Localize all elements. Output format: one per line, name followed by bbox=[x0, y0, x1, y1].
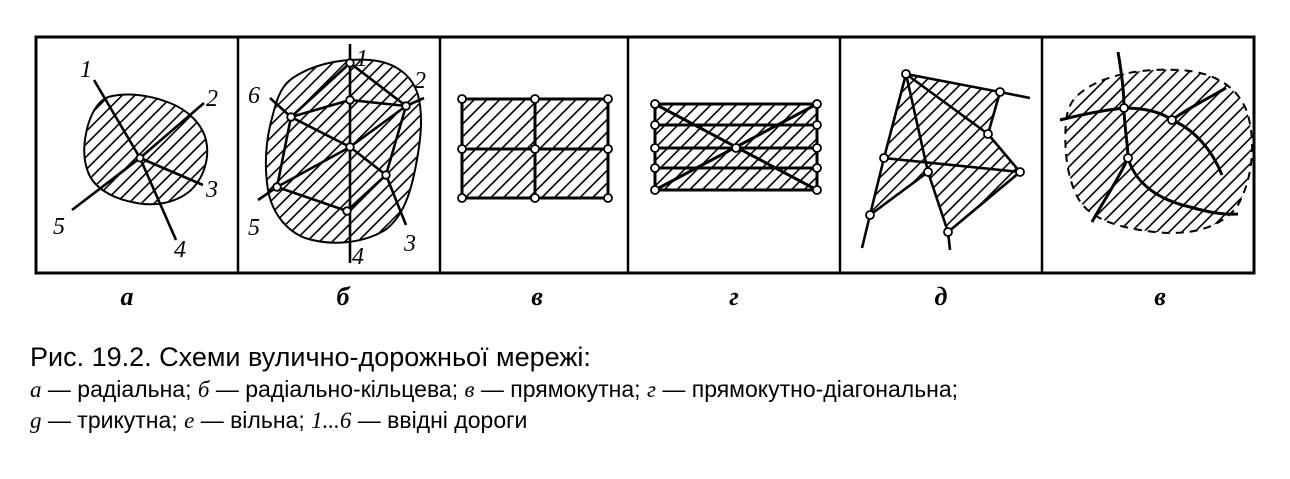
junction bbox=[345, 58, 355, 68]
legend-key: g bbox=[30, 408, 42, 433]
junction bbox=[1167, 115, 1177, 125]
legend-key: е bbox=[184, 408, 195, 433]
junction bbox=[530, 94, 540, 104]
road-number-label: 6 bbox=[248, 83, 260, 109]
city-area bbox=[1064, 68, 1254, 234]
panel-label-d: д bbox=[934, 282, 948, 311]
panel-label-b: б bbox=[336, 282, 350, 311]
legend-key: 1...6 bbox=[311, 408, 352, 433]
junction bbox=[272, 182, 282, 192]
junction bbox=[1015, 167, 1025, 177]
junction bbox=[603, 94, 613, 104]
caption-legend-line-1: а — радіальна; б — радіально-кільцева; в… bbox=[30, 374, 1280, 405]
junction bbox=[381, 170, 391, 180]
legend-text: — ввідні дороги bbox=[351, 407, 528, 433]
junction bbox=[650, 99, 660, 109]
junction bbox=[603, 193, 613, 203]
road-number-label: 4 bbox=[352, 244, 364, 270]
road-number-label: 1 bbox=[80, 57, 92, 83]
panel-label-a: а bbox=[120, 282, 134, 311]
junction bbox=[812, 99, 822, 109]
road-number-label: 5 bbox=[248, 215, 260, 241]
panel-rectangular bbox=[457, 94, 613, 203]
junction bbox=[650, 163, 660, 173]
junction bbox=[650, 120, 660, 130]
junction bbox=[812, 120, 822, 130]
junction bbox=[923, 167, 933, 177]
panel-radial: 1 2 3 4 5 bbox=[53, 57, 218, 263]
road-network-figure: 1 2 3 4 5 bbox=[34, 35, 1256, 275]
legend-text: — трикутна; bbox=[41, 407, 185, 433]
junction bbox=[901, 69, 911, 79]
road-number-label: 2 bbox=[206, 86, 218, 112]
road-number-label: 3 bbox=[205, 177, 218, 203]
panel-radial-ring: 1 2 3 4 5 6 bbox=[248, 44, 426, 270]
junction bbox=[812, 143, 822, 153]
junction bbox=[603, 144, 613, 154]
junction bbox=[401, 101, 411, 111]
legend-text: — вільна; bbox=[194, 407, 312, 433]
junction bbox=[1119, 103, 1129, 113]
junction bbox=[983, 129, 993, 139]
junction bbox=[812, 163, 822, 173]
legend-text: — прямокутно-діагональна; bbox=[655, 376, 959, 402]
panel-label-e: в bbox=[1154, 282, 1166, 311]
legend-text: — радіальна; bbox=[41, 376, 198, 402]
caption-title: Рис. 19.2. Схеми вулично-дорожньої мереж… bbox=[30, 342, 591, 372]
junction bbox=[650, 185, 660, 195]
panel-free bbox=[1059, 51, 1254, 234]
junction bbox=[530, 193, 540, 203]
legend-key: б bbox=[197, 377, 210, 402]
junction bbox=[995, 87, 1005, 97]
junction bbox=[650, 143, 660, 153]
junction bbox=[943, 227, 953, 237]
junction bbox=[530, 144, 540, 154]
panel-label-g: г bbox=[729, 282, 739, 311]
junction bbox=[731, 143, 741, 153]
legend-text: — прямокутна; bbox=[474, 376, 647, 402]
junction bbox=[345, 95, 355, 105]
junction bbox=[1123, 153, 1133, 163]
junction bbox=[286, 112, 296, 122]
road-number-label: 3 bbox=[403, 231, 416, 257]
road-number-label: 2 bbox=[414, 68, 426, 94]
figure-frame bbox=[34, 35, 1256, 275]
legend-text: — радіально-кільцева; bbox=[209, 376, 465, 402]
junction bbox=[345, 142, 355, 152]
panel-triangular bbox=[860, 69, 1031, 251]
junction bbox=[457, 193, 467, 203]
panel-rectangular-diagonal bbox=[650, 99, 822, 195]
figure-caption: Рис. 19.2. Схеми вулично-дорожньої мереж… bbox=[30, 340, 1280, 436]
city-area bbox=[870, 74, 1020, 232]
junction bbox=[135, 153, 145, 163]
legend-key: в bbox=[464, 377, 475, 402]
legend-key: а bbox=[30, 377, 42, 402]
panel-label-v: в bbox=[531, 282, 543, 311]
junction bbox=[457, 94, 467, 104]
caption-legend-line-2: g — трикутна; е — вільна; 1...6 — ввідні… bbox=[30, 405, 1280, 436]
road-number-label: 4 bbox=[174, 237, 186, 263]
road-number-label: 5 bbox=[53, 214, 65, 240]
legend-key: г bbox=[646, 377, 656, 402]
junction bbox=[865, 210, 875, 220]
road-number-label: 1 bbox=[356, 46, 368, 72]
junction bbox=[457, 144, 467, 154]
junction bbox=[342, 206, 352, 216]
junction bbox=[879, 153, 889, 163]
junction bbox=[812, 185, 822, 195]
